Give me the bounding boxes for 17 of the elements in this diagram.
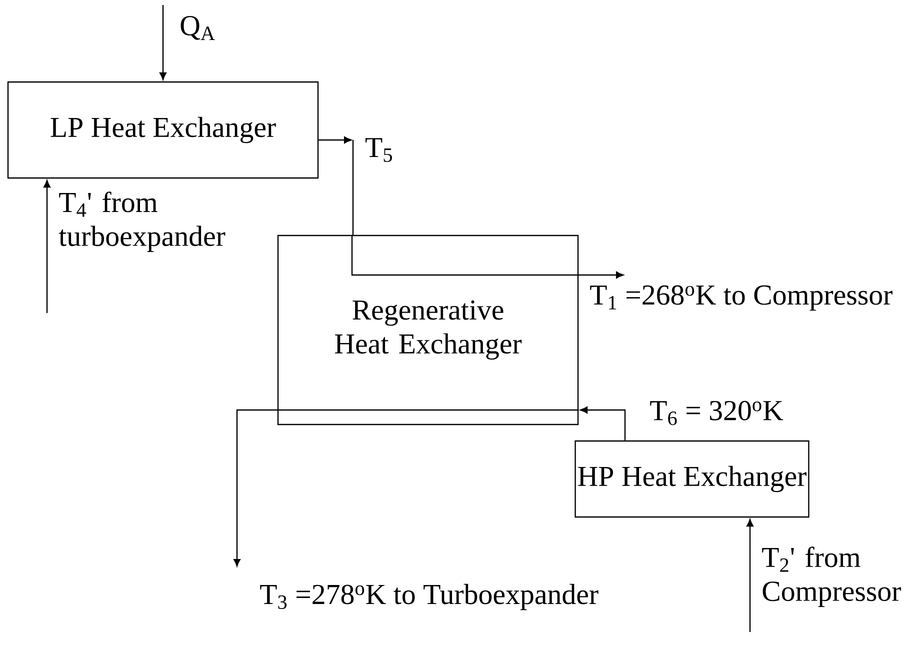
arrow xyxy=(580,406,626,440)
edge-label: Q$_{A}$ xyxy=(180,16,215,40)
edge-label: T$_{1}$ =268$^{o}$K to Compressor xyxy=(590,285,892,311)
edge-label: T$_{3}$ =278$^{o}$K to Turboexpander xyxy=(260,584,598,610)
edge-label: T$_{4}$' from turboexpander xyxy=(58,192,226,252)
edge-label: T$_{2}$' from Compressor xyxy=(762,546,901,607)
arrow xyxy=(746,519,754,632)
arrow xyxy=(44,180,50,313)
heat-exchanger-box: LP Heat Exchanger xyxy=(7,81,319,179)
temperature-label: T$_{5}$ xyxy=(366,138,392,162)
arrow xyxy=(351,234,624,278)
edge-label: T$_{6}$ = 320$^{o}$K xyxy=(650,400,784,426)
arrow xyxy=(318,136,352,144)
arrow xyxy=(234,409,579,566)
arrow xyxy=(160,5,166,80)
heat-exchanger-box: Regenerative Heat Exchanger xyxy=(277,234,579,426)
heat-exchanger-box: HP Heat Exchanger xyxy=(574,440,810,518)
